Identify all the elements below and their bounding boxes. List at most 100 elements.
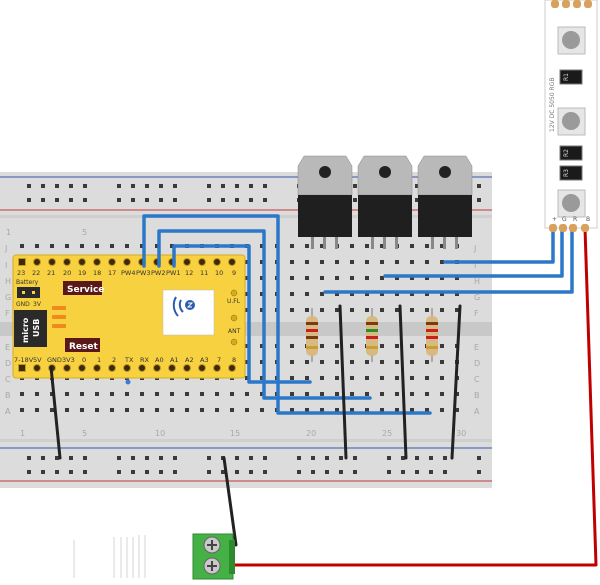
rail-hole[interactable] (27, 198, 31, 202)
rail-hole[interactable] (235, 198, 239, 202)
breadboard-hole[interactable] (245, 376, 249, 380)
rail-hole[interactable] (159, 198, 163, 202)
breadboard-hole[interactable] (380, 260, 384, 264)
breadboard-hole[interactable] (260, 392, 264, 396)
breadboard-hole[interactable] (320, 260, 324, 264)
strip-pad-b[interactable] (581, 224, 589, 232)
breadboard-hole[interactable] (260, 360, 264, 364)
breadboard-hole[interactable] (290, 292, 294, 296)
breadboard-hole[interactable] (425, 260, 429, 264)
rail-hole[interactable] (221, 470, 225, 474)
breadboard-hole[interactable] (365, 308, 369, 312)
breadboard-hole[interactable] (350, 392, 354, 396)
breadboard-hole[interactable] (455, 308, 459, 312)
rail-hole[interactable] (83, 184, 87, 188)
breadboard-hole[interactable] (245, 360, 249, 364)
breadboard-hole[interactable] (440, 308, 444, 312)
rail-hole[interactable] (311, 456, 315, 460)
board-pin-pad[interactable] (93, 258, 101, 266)
wire-strip-green[interactable] (383, 226, 564, 278)
breadboard-hole[interactable] (365, 276, 369, 280)
board-pin-pad[interactable] (108, 258, 116, 266)
rail-hole[interactable] (415, 470, 419, 474)
breadboard-hole[interactable] (260, 292, 264, 296)
breadboard-hole[interactable] (395, 344, 399, 348)
board-pin-pad[interactable] (123, 364, 131, 372)
rail-hole[interactable] (415, 184, 419, 188)
breadboard-hole[interactable] (80, 244, 84, 248)
rail-hole[interactable] (55, 470, 59, 474)
breadboard-hole[interactable] (425, 360, 429, 364)
rail-hole[interactable] (325, 456, 329, 460)
breadboard-hole[interactable] (380, 344, 384, 348)
rail-hole[interactable] (131, 470, 135, 474)
breadboard-hole[interactable] (350, 360, 354, 364)
breadboard-hole[interactable] (440, 376, 444, 380)
breadboard-hole[interactable] (335, 408, 339, 412)
breadboard-hole[interactable] (410, 360, 414, 364)
rail-hole[interactable] (339, 456, 343, 460)
rail-hole[interactable] (249, 198, 253, 202)
rail-hole[interactable] (339, 470, 343, 474)
board-pin-pad[interactable] (18, 364, 26, 372)
breadboard-hole[interactable] (170, 408, 174, 412)
breadboard-hole[interactable] (365, 392, 369, 396)
rail-hole[interactable] (83, 456, 87, 460)
rail-hole[interactable] (477, 198, 481, 202)
rail-hole[interactable] (263, 184, 267, 188)
breadboard-hole[interactable] (320, 308, 324, 312)
breadboard-hole[interactable] (440, 360, 444, 364)
breadboard-hole[interactable] (290, 344, 294, 348)
rail-hole[interactable] (159, 184, 163, 188)
rail-hole[interactable] (415, 456, 419, 460)
breadboard-hole[interactable] (50, 392, 54, 396)
rail-hole[interactable] (69, 184, 73, 188)
breadboard-hole[interactable] (290, 308, 294, 312)
board-pin-pad[interactable] (183, 364, 191, 372)
breadboard-hole[interactable] (395, 276, 399, 280)
breadboard-hole[interactable] (335, 292, 339, 296)
breadboard-hole[interactable] (290, 376, 294, 380)
rail-hole[interactable] (27, 470, 31, 474)
breadboard-hole[interactable] (305, 376, 309, 380)
rail-hole[interactable] (173, 470, 177, 474)
wire-strip-blue[interactable] (443, 226, 555, 264)
breadboard-hole[interactable] (305, 392, 309, 396)
rail-hole[interactable] (207, 184, 211, 188)
breadboard-hole[interactable] (125, 392, 129, 396)
breadboard-hole[interactable] (305, 244, 309, 248)
rail-hole[interactable] (145, 470, 149, 474)
breadboard-hole[interactable] (170, 392, 174, 396)
breadboard-hole[interactable] (245, 392, 249, 396)
rail-hole[interactable] (415, 198, 419, 202)
breadboard-hole[interactable] (260, 260, 264, 264)
wire-pw1-to-mosfet[interactable] (172, 244, 312, 384)
rail-hole[interactable] (221, 198, 225, 202)
breadboard-hole[interactable] (395, 360, 399, 364)
breadboard-hole[interactable] (380, 360, 384, 364)
service-button[interactable] (63, 281, 102, 295)
rail-hole[interactable] (173, 184, 177, 188)
rail-hole[interactable] (83, 470, 87, 474)
breadboard-hole[interactable] (50, 244, 54, 248)
breadboard-hole[interactable] (380, 244, 384, 248)
breadboard-hole[interactable] (20, 392, 24, 396)
breadboard-hole[interactable] (80, 392, 84, 396)
breadboard-hole[interactable] (440, 244, 444, 248)
rail-hole[interactable] (207, 198, 211, 202)
breadboard-hole[interactable] (305, 260, 309, 264)
breadboard-hole[interactable] (305, 360, 309, 364)
breadboard-hole[interactable] (215, 408, 219, 412)
rail-hole[interactable] (387, 456, 391, 460)
rail-hole[interactable] (55, 456, 59, 460)
rail-hole[interactable] (311, 470, 315, 474)
breadboard-hole[interactable] (200, 392, 204, 396)
breadboard-hole[interactable] (455, 392, 459, 396)
breadboard-hole[interactable] (335, 260, 339, 264)
breadboard-hole[interactable] (200, 408, 204, 412)
rail-hole[interactable] (207, 470, 211, 474)
breadboard-hole[interactable] (245, 276, 249, 280)
board-pin-pad[interactable] (213, 364, 221, 372)
breadboard-hole[interactable] (335, 392, 339, 396)
breadboard-hole[interactable] (350, 376, 354, 380)
